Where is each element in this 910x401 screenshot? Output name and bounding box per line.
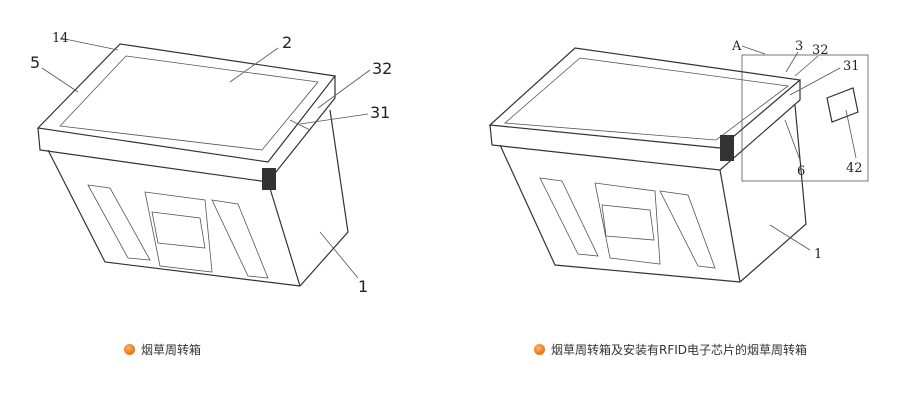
callout-6: 6 [797,164,805,179]
callout-1: 1 [814,247,822,262]
detail-box-A [741,54,869,182]
caption-left: 烟草周转箱 [124,341,201,358]
lid-top-panel [59,55,319,151]
rfid-crate-drawing: A 3 32 31 6 42 1 [488,39,869,283]
caption-text: 烟草周转箱 [141,343,202,357]
lid-outline [36,43,337,163]
callout-31: 31 [843,59,860,74]
callout-3: 3 [795,39,803,54]
caption-right: 烟草周转箱及安装有RFID电子芯片的烟草周转箱 [534,341,807,358]
caption-text: 烟草周转箱及安装有RFID电子芯片的烟草周转箱 [551,343,808,357]
callout-14: 14 [52,31,69,46]
callout-2: 2 [282,33,292,52]
bullet-icon [534,344,545,355]
rfid-chip [826,87,859,123]
latch [262,168,276,190]
bullet-icon [124,344,135,355]
callout-42: 42 [846,161,863,176]
callout-5: 5 [30,53,40,72]
lidded-crate-drawing: 14 2 5 32 31 1 [30,31,392,296]
callout-31: 31 [370,103,390,122]
callout-A: A [731,39,742,54]
callout-32: 32 [372,59,392,78]
callout-32: 32 [812,43,829,58]
callout-1: 1 [358,277,368,296]
